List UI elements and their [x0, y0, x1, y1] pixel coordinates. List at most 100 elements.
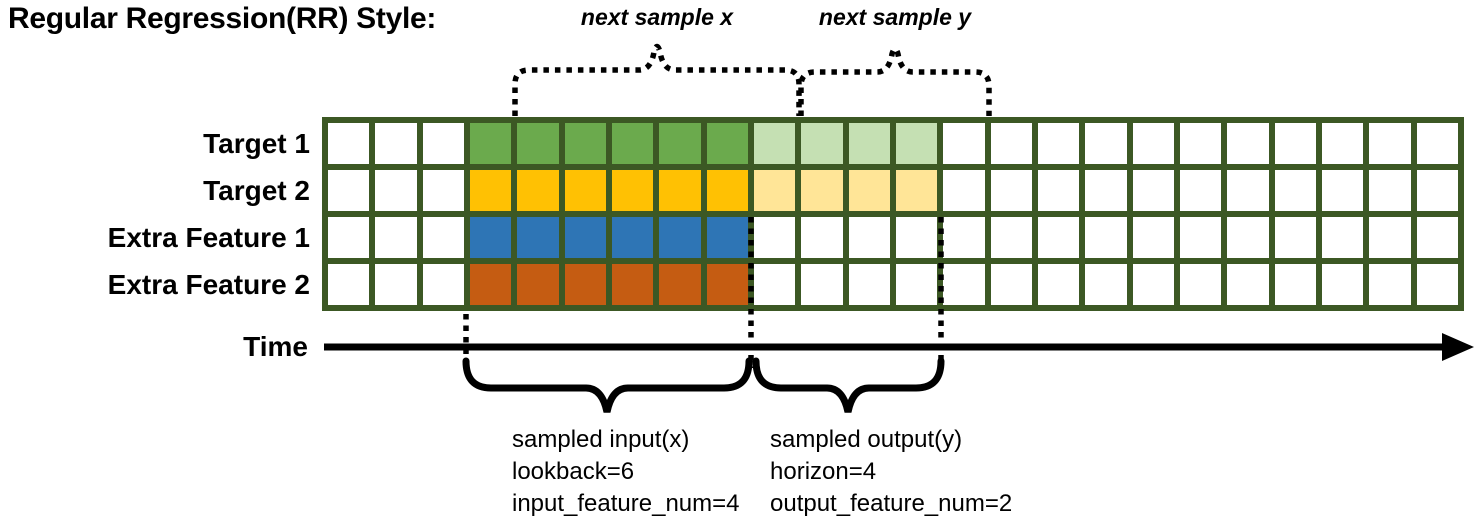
grid-cell: [1274, 170, 1316, 211]
grid-cell: [990, 170, 1032, 211]
grid-cell: [659, 170, 701, 211]
input-caption-lookback: lookback=6: [512, 458, 635, 485]
grid-cell: [1321, 123, 1364, 164]
grid-cell: [469, 217, 512, 258]
grid-cell: [990, 217, 1032, 258]
next-sample-x-brace: [512, 43, 802, 116]
row-label: Extra Feature 2: [107, 268, 310, 300]
grid-cell: [611, 123, 654, 164]
grid-cell: [706, 170, 748, 211]
row-label: Target 1: [203, 127, 310, 159]
output-caption: sampled output(y) horizon=4 output_featu…: [770, 424, 1012, 516]
row-label: Target 2: [203, 174, 310, 206]
grid-cell: [1274, 264, 1316, 305]
grid-cell: [1227, 170, 1269, 211]
grid-cell: [1085, 170, 1127, 211]
grid-cell: [895, 264, 938, 305]
grid-cell: [469, 123, 512, 164]
grid-cell: [706, 217, 748, 258]
input-brace: [462, 357, 753, 413]
grid-cell: [1037, 123, 1080, 164]
grid-cell: [1179, 170, 1222, 211]
grid-cell: [517, 170, 559, 211]
grid-cell: [1037, 217, 1080, 258]
grid-cell: [943, 170, 985, 211]
grid-cell: [1085, 123, 1127, 164]
grid-cell: [801, 264, 843, 305]
grid-cell: [469, 264, 512, 305]
grid-cell: [375, 123, 417, 164]
grid-cell: [1085, 217, 1127, 258]
grid-cell: [1369, 217, 1411, 258]
grid-cell: [517, 264, 559, 305]
grid-cell: [611, 217, 654, 258]
grid-cell: [895, 170, 938, 211]
grid-cell: [1274, 217, 1316, 258]
grid-cell: [801, 170, 843, 211]
grid: [322, 117, 1464, 311]
grid-cell: [1369, 123, 1411, 164]
grid-cell: [422, 123, 464, 164]
grid-cell: [1132, 217, 1174, 258]
grid-cell: [1416, 264, 1458, 305]
grid-cell: [753, 123, 796, 164]
grid-cell: [801, 217, 843, 258]
grid-cell: [1227, 264, 1269, 305]
grid-cell: [375, 217, 417, 258]
page-title: Regular Regression(RR) Style:: [8, 2, 437, 35]
grid-cell: [1179, 123, 1222, 164]
grid-cell: [1274, 123, 1316, 164]
grid-cell: [328, 123, 370, 164]
next-sample-y-brace: [798, 46, 992, 116]
grid-cell: [1037, 170, 1080, 211]
grid-cell: [706, 123, 748, 164]
grid-cell: [1179, 217, 1222, 258]
grid-cell: [517, 123, 559, 164]
grid-cell: [517, 217, 559, 258]
grid-cell: [422, 217, 464, 258]
grid-cell: [753, 217, 796, 258]
grid-cell: [564, 264, 606, 305]
grid-cell: [611, 264, 654, 305]
grid-cell: [706, 264, 748, 305]
input-caption-features: input_feature_num=4: [512, 490, 740, 516]
grid-cell: [1321, 217, 1364, 258]
grid-cell: [1321, 264, 1364, 305]
grid-cell: [328, 170, 370, 211]
grid-cell: [990, 123, 1032, 164]
grid-cell: [1037, 264, 1080, 305]
grid-cell: [1416, 170, 1458, 211]
grid-cell: [328, 217, 370, 258]
output-caption-features: output_feature_num=2: [770, 490, 1013, 516]
grid-cell: [659, 264, 701, 305]
grid-cell: [564, 217, 606, 258]
grid-cell: [943, 264, 985, 305]
grid-cell: [801, 123, 843, 164]
output-caption-title: sampled output(y): [770, 426, 963, 453]
grid-cell: [1227, 217, 1269, 258]
grid-cell: [659, 217, 701, 258]
grid-cell: [1227, 123, 1269, 164]
grid-cell: [1085, 264, 1127, 305]
time-arrow: [324, 333, 1474, 361]
row-label: Extra Feature 1: [107, 221, 310, 253]
grid-cell: [469, 170, 512, 211]
grid-cell: [1369, 264, 1411, 305]
grid-cell: [1179, 264, 1222, 305]
grid-cell: [1132, 123, 1174, 164]
grid-cell: [564, 123, 606, 164]
grid-cell: [943, 123, 985, 164]
grid-cell: [1321, 170, 1364, 211]
grid-cell: [1416, 123, 1458, 164]
grid-cell: [564, 170, 606, 211]
grid-cell: [375, 264, 417, 305]
grid-cell: [1132, 170, 1174, 211]
time-axis-label: Time: [243, 331, 308, 362]
grid-cell: [611, 170, 654, 211]
grid-cell: [375, 170, 417, 211]
grid-cell: [753, 170, 796, 211]
grid-cell: [1369, 170, 1411, 211]
grid-cell: [848, 123, 890, 164]
grid-cell: [895, 123, 938, 164]
input-caption: sampled input(x) lookback=6 input_featur…: [512, 424, 740, 516]
